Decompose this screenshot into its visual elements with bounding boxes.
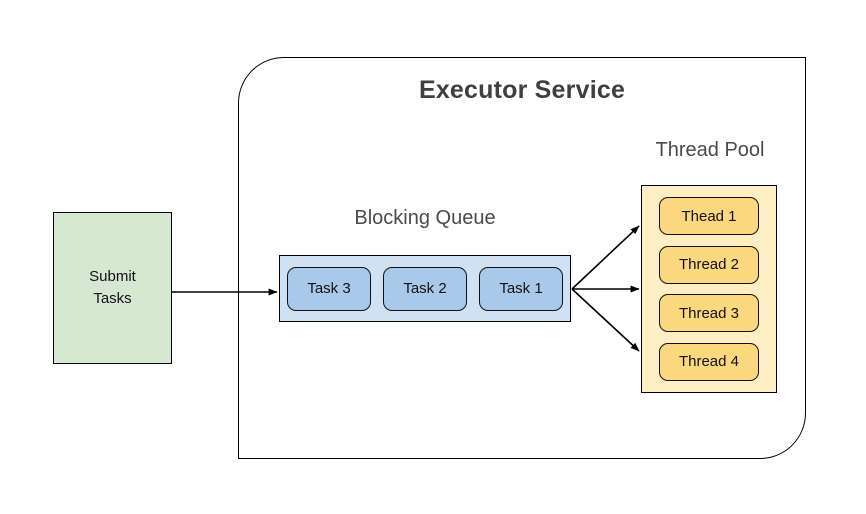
thread-pool-title: Thread Pool: [655, 139, 765, 161]
submit-tasks-box: Submit Tasks: [53, 212, 172, 364]
executor-service-title: Executor Service: [418, 76, 626, 104]
thread-pool-box: Thead 1 Thread 2 Thread 3 Thread 4: [641, 185, 777, 393]
submit-tasks-label: Submit Tasks: [89, 268, 136, 307]
thread-item: Thread 4: [659, 342, 759, 381]
executor-service-container: [238, 57, 806, 459]
blocking-queue-title: Blocking Queue: [354, 207, 496, 229]
thread-item: Thread 3: [659, 294, 759, 333]
thread-item: Thread 2: [659, 245, 759, 284]
blocking-queue-box: Task 3 Task 2 Task 1: [279, 255, 571, 322]
task-item: Task 3: [287, 266, 371, 311]
task-item: Task 2: [383, 266, 467, 311]
task-item: Task 1: [479, 266, 563, 311]
thread-item: Thead 1: [659, 197, 759, 236]
